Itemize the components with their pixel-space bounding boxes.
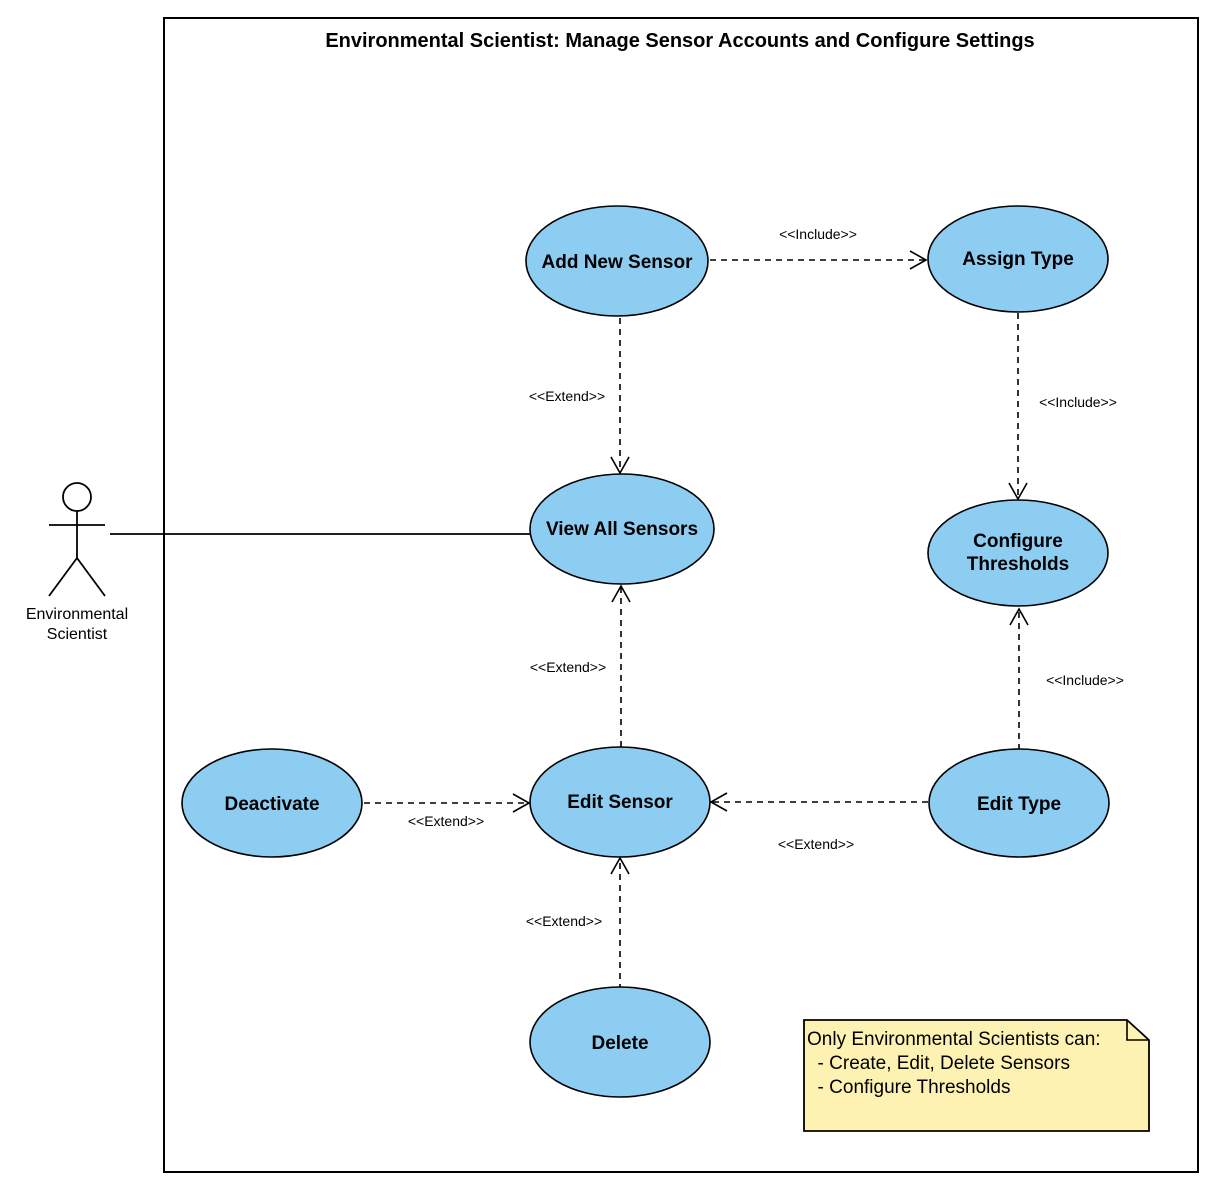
use-case-label-line-2: Thresholds — [967, 554, 1069, 575]
relation-edit-to-view — [611, 584, 631, 747]
use-case-deactivate[interactable]: Deactivate — [181, 748, 363, 858]
relation-assign-to-configure — [1008, 313, 1028, 501]
relation-delete-to-edit — [610, 856, 630, 990]
use-case-label: Assign Type — [962, 249, 1074, 270]
use-case-label: Edit Sensor — [567, 792, 673, 813]
use-case-label: View All Sensors — [546, 519, 698, 540]
use-case-view-all-sensors[interactable]: View All Sensors — [529, 473, 715, 585]
note-line-2: - Create, Edit, Delete Sensors — [807, 1053, 1070, 1074]
use-case-assign-type[interactable]: Assign Type — [927, 205, 1109, 313]
note-line-3: - Configure Thresholds — [807, 1077, 1010, 1098]
diagram-title: Environmental Scientist: Manage Sensor A… — [325, 30, 1034, 52]
use-case-label: Edit Type — [977, 794, 1061, 815]
relation-label-edittype-to-edit: <<Extend>> — [778, 836, 854, 852]
relation-label-edit-to-view: <<Extend>> — [530, 659, 606, 675]
use-case-edit-type[interactable]: Edit Type — [928, 748, 1110, 858]
use-case-delete[interactable]: Delete — [529, 986, 711, 1098]
relation-label-assign-to-configure: <<Include>> — [1039, 394, 1117, 410]
relation-deactivate-to-edit — [364, 793, 531, 813]
use-case-label: Deactivate — [224, 794, 319, 815]
relation-label-edittype-to-configure: <<Include>> — [1046, 672, 1124, 688]
relation-add-to-view — [610, 318, 630, 475]
relation-add-to-assign — [710, 250, 928, 270]
relation-label-delete-to-edit: <<Extend>> — [526, 913, 602, 929]
note-shape — [803, 1019, 1150, 1132]
use-case-configure-thresholds[interactable]: Configure Thresholds — [927, 499, 1109, 607]
relation-edittype-to-edit — [709, 792, 928, 812]
note: Only Environmental Scientists can: - Cre… — [803, 1019, 1150, 1132]
use-case-label: Add New Sensor — [542, 252, 694, 273]
relation-edittype-to-configure — [1009, 607, 1029, 750]
stick-figure-icon — [48, 482, 106, 597]
relation-label-add-to-view: <<Extend>> — [529, 388, 605, 404]
actor-label-line-1: Environmental — [26, 606, 128, 623]
use-case-edit-sensor[interactable]: Edit Sensor — [529, 746, 711, 858]
use-case-label-line-1: Configure — [973, 531, 1063, 552]
actor-label-line-2: Scientist — [47, 626, 108, 643]
relation-label-deactivate-to-edit: <<Extend>> — [408, 813, 484, 829]
use-case-label: Delete — [591, 1033, 648, 1054]
actor-environmental-scientist[interactable]: Environmental Scientist — [26, 482, 128, 643]
relation-label-add-to-assign: <<Include>> — [779, 226, 857, 242]
note-fold-icon — [1126, 1020, 1149, 1041]
note-line-1: Only Environmental Scientists can: — [807, 1029, 1101, 1050]
use-case-add-new-sensor[interactable]: Add New Sensor — [525, 205, 709, 317]
